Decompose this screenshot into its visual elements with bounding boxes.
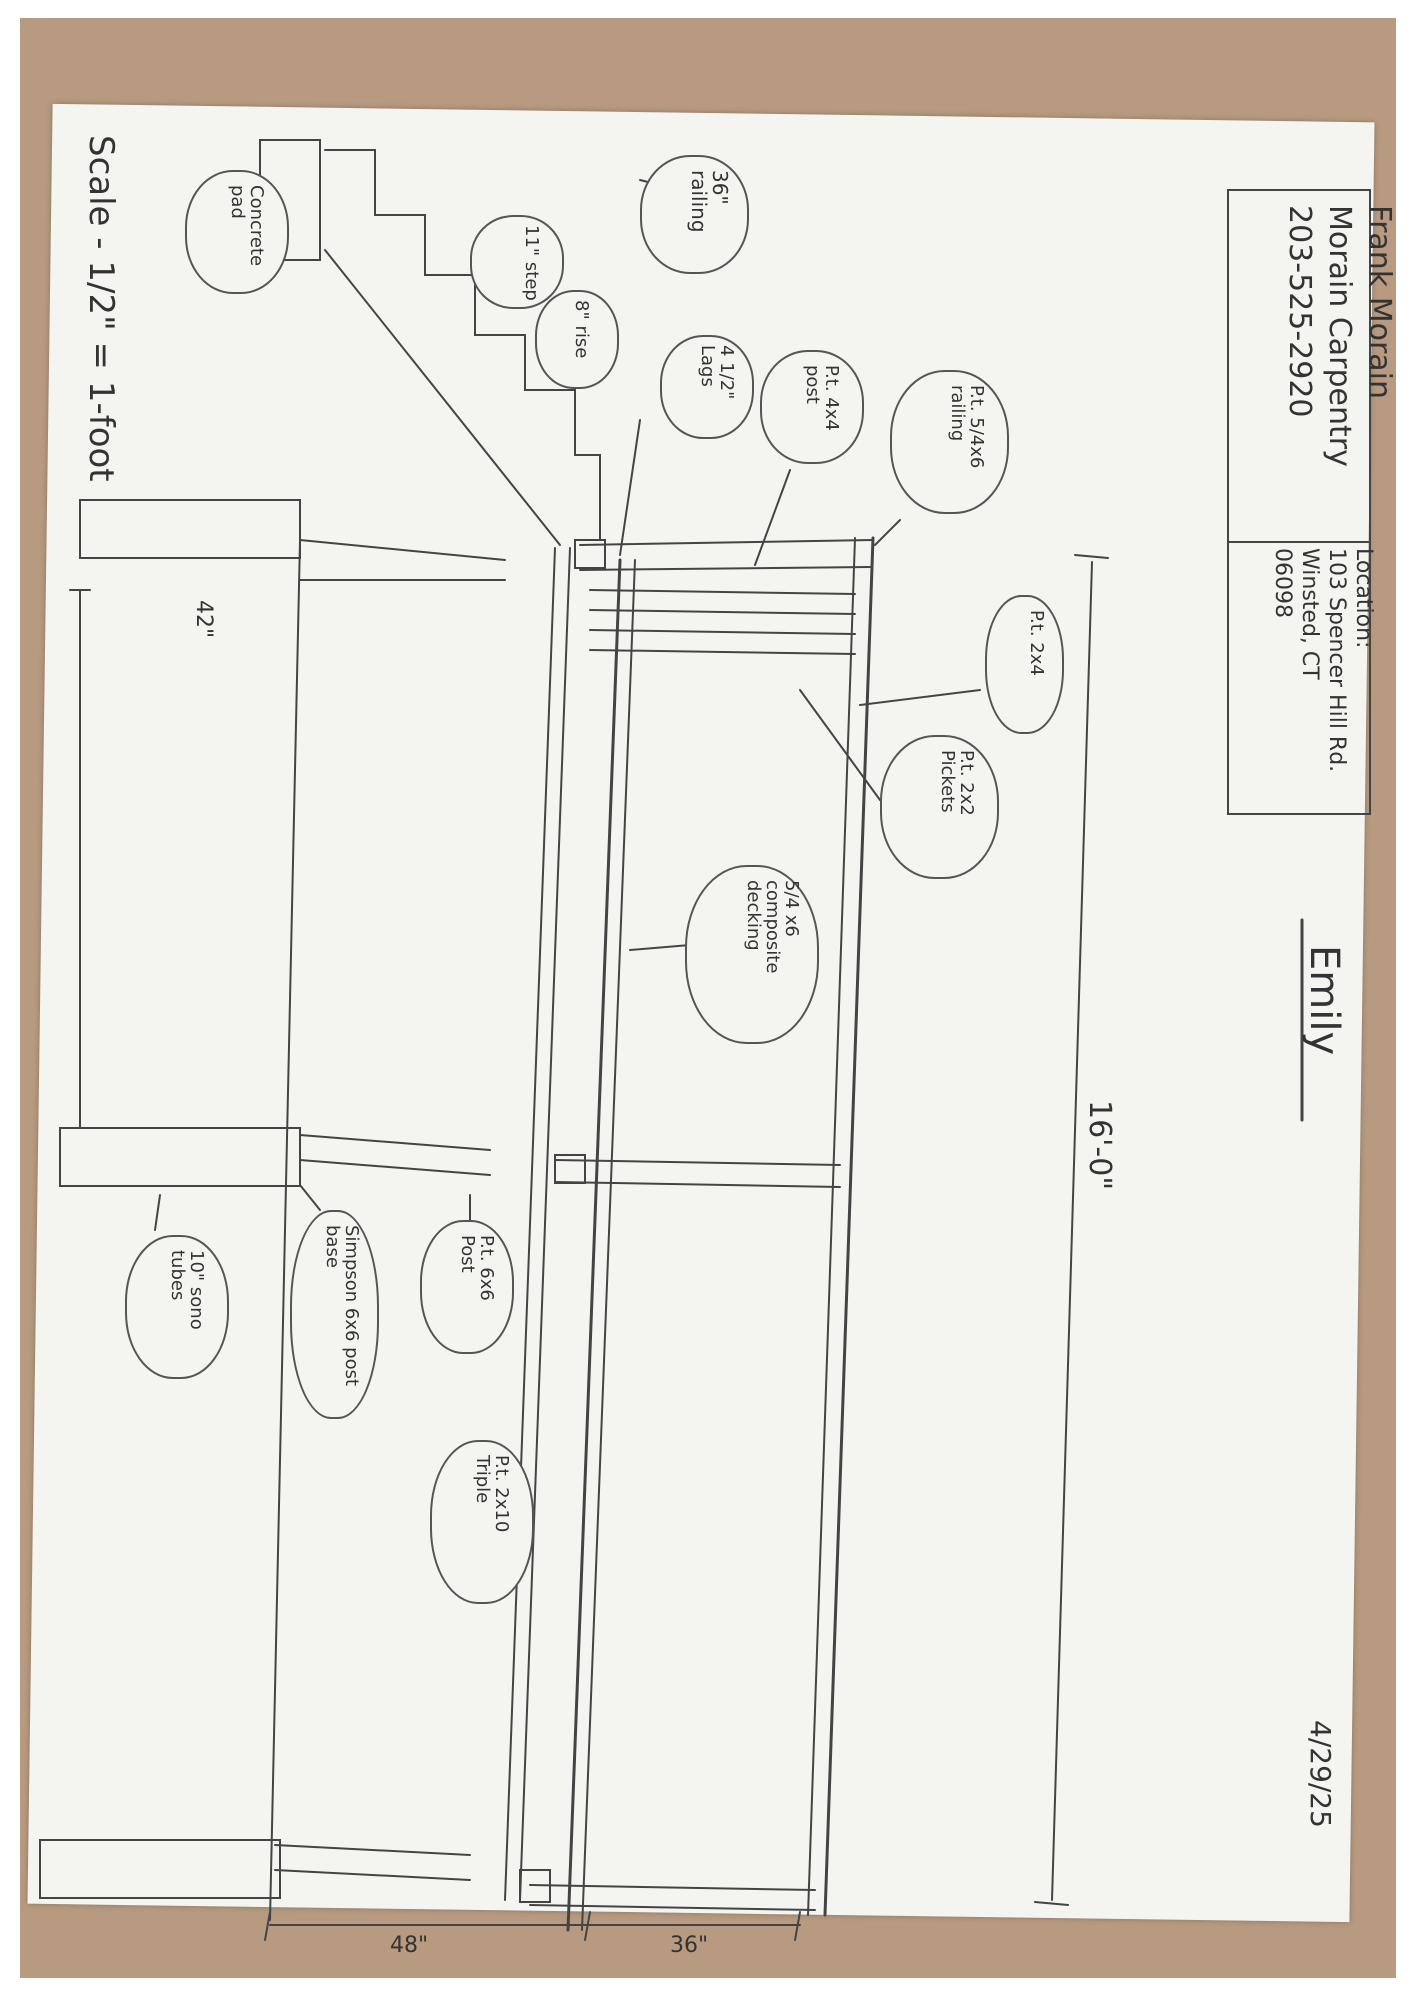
location-city: Winsted, CT xyxy=(1297,548,1322,680)
callout-triple xyxy=(430,1440,534,1604)
callout-railing-36 xyxy=(640,155,749,274)
callout-sono-tubes-text: 10" sono tubes xyxy=(167,1250,207,1330)
beam-top xyxy=(519,547,571,1901)
callout-railing-36-text: 36" railing xyxy=(687,170,732,233)
callout-post-6x6-text: P.t. 6x6 Post xyxy=(457,1235,497,1301)
callout-rise xyxy=(535,290,619,389)
callout-triple-text: P.t. 2x10 Triple xyxy=(472,1455,512,1533)
callout-rise-text: 8" rise xyxy=(571,300,592,359)
callout-post-6x6 xyxy=(420,1220,514,1354)
callout-step-text: 11" step xyxy=(521,225,542,301)
scale-text: Scale - 1/2" = 1-foot xyxy=(81,135,121,482)
post-left xyxy=(579,539,874,546)
post-right xyxy=(529,1884,816,1891)
callout-step xyxy=(470,215,564,309)
callout-pickets-text: P.t. 2x2 Pickets xyxy=(937,750,977,816)
callout-decking-text: 5/4 x6 composite decking xyxy=(743,880,802,974)
callout-post-4x4 xyxy=(760,350,864,464)
top-railing xyxy=(823,536,875,1917)
callout-concrete-pad-text: Concrete pad xyxy=(227,185,267,267)
sono-tube-middle xyxy=(59,1127,301,1187)
callout-concrete-pad xyxy=(185,170,289,294)
decking-line xyxy=(566,558,622,1932)
length-dimension-line xyxy=(1051,561,1093,1901)
callout-p2x4 xyxy=(985,595,1064,734)
stair-stringer xyxy=(324,249,561,546)
date-text: 4/29/25 xyxy=(1304,1720,1337,1828)
location-street: 103 Spencer Hill Rd. xyxy=(1324,548,1349,773)
stair-steps xyxy=(324,149,601,541)
location-zip: 06098 xyxy=(1270,548,1295,618)
ground-line xyxy=(269,539,301,1921)
name-text: Frank Morain xyxy=(1362,205,1397,400)
callout-decking xyxy=(685,865,819,1044)
length-dimension: 16'-0" xyxy=(1082,1100,1117,1191)
sono-tube-right xyxy=(39,1839,281,1899)
callout-sono-tubes xyxy=(125,1235,229,1379)
callout-lags-text: 4 1/2" Lags xyxy=(697,345,737,400)
callout-p2x4-text: P.t. 2x4 xyxy=(1026,610,1047,676)
callout-railing-5-4x6 xyxy=(890,370,1009,514)
phone-text: 203-525-2920 xyxy=(1282,205,1317,418)
callout-lags xyxy=(660,335,754,439)
dim-36: 36" xyxy=(670,1933,709,1958)
callout-post-4x4-text: P.t. 4x4 post xyxy=(802,365,842,431)
callout-simpson-text: Simpson 6x6 post base xyxy=(322,1225,362,1387)
sono-tube-left xyxy=(79,499,301,559)
bottom-rail xyxy=(581,559,636,1931)
post-middle xyxy=(554,1159,841,1166)
beam-bottom xyxy=(504,547,556,1901)
dim-42: 42" xyxy=(191,600,216,639)
dim-48: 48" xyxy=(390,1933,429,1958)
callout-simpson xyxy=(290,1210,379,1419)
p2x4-rail xyxy=(807,537,856,1916)
callout-pickets xyxy=(880,735,999,879)
callout-railing-5-4x6-text: P.t. 5/4x6 railing xyxy=(947,385,987,469)
location-label: Location: xyxy=(1351,548,1376,649)
company-text: Morain Carpentry xyxy=(1322,205,1357,467)
location-box xyxy=(1227,541,1371,815)
client-name: Emily xyxy=(1301,945,1347,1056)
